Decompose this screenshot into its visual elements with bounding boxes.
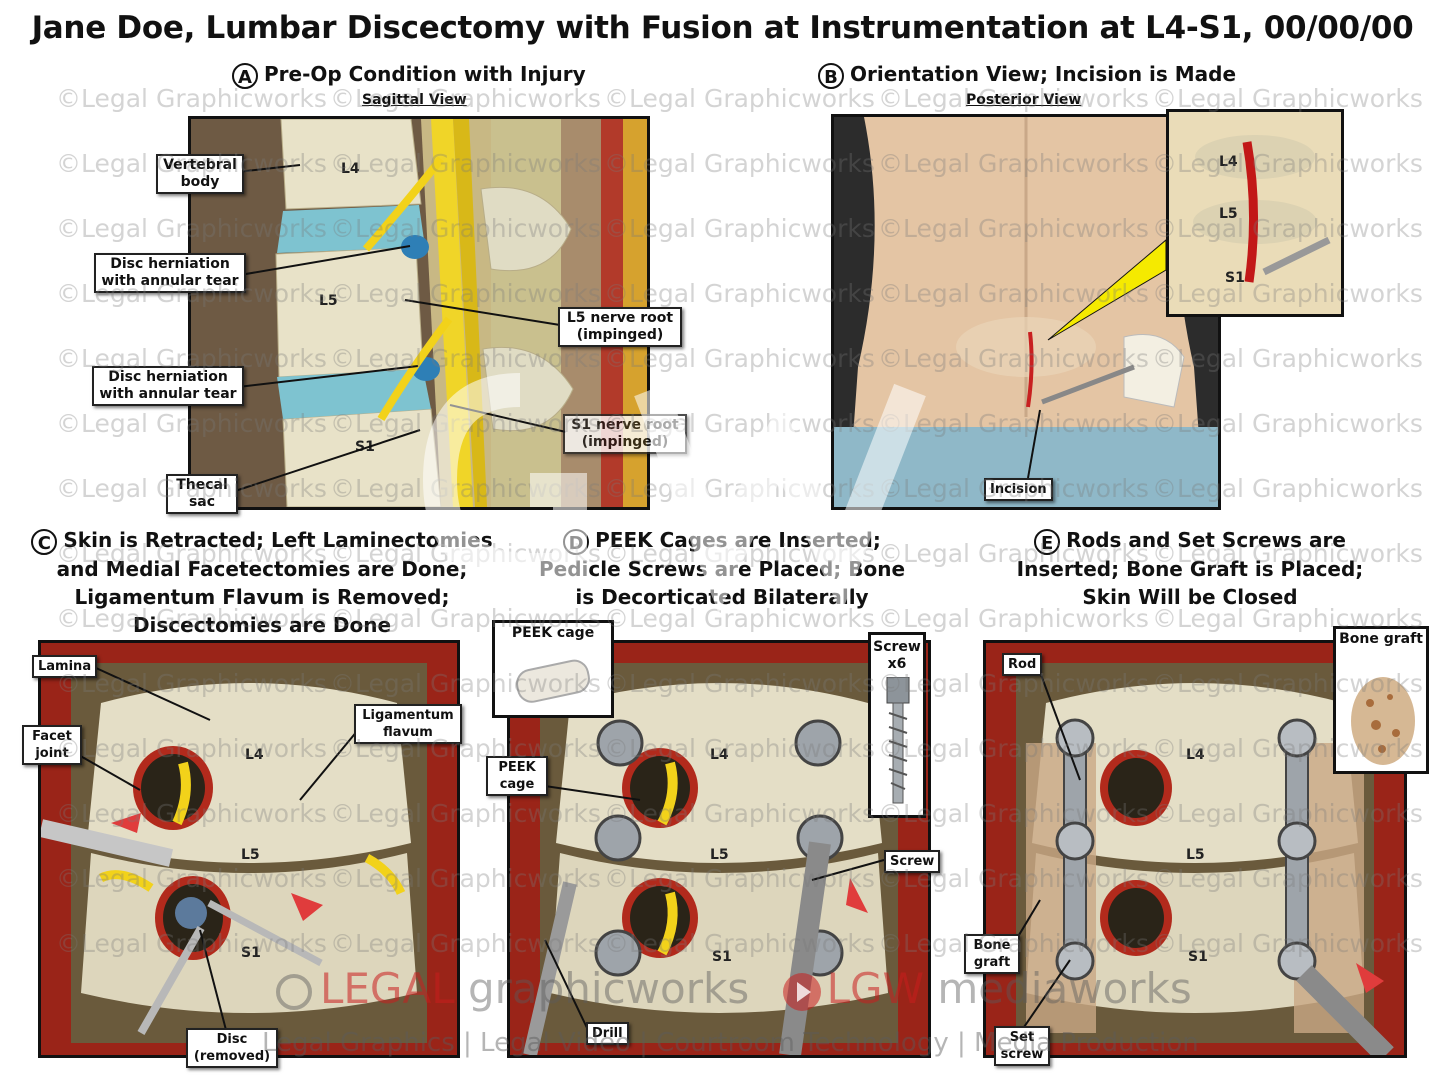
label-peek-cage: PEEK cage	[486, 756, 548, 796]
label-incision: Incision	[984, 478, 1053, 501]
legal-logo-icon	[276, 973, 312, 1010]
label-vertebral-body: Vertebral body	[156, 154, 244, 194]
label-thecal-sac: Thecal sac	[166, 474, 238, 514]
label-s1-nerve-root: S1 nerve root (impinged)	[563, 414, 687, 454]
vertebra-d-s1: S1	[712, 949, 732, 965]
inset-label-l5: L5	[1219, 206, 1238, 222]
panel-b-letter: B	[818, 62, 844, 89]
label-set-screw: Set screw	[994, 1026, 1050, 1066]
footer-brand-legal: LEGAL	[320, 964, 455, 1013]
panel-a-title-text: Pre-Op Condition with Injury	[264, 62, 586, 86]
label-facet-joint: Facet joint	[22, 725, 82, 765]
panel-e-title-line-3: Skin Will be Closed	[1082, 584, 1298, 609]
label-drill: Drill	[586, 1022, 629, 1045]
vertebra-c-l4: L4	[245, 747, 264, 763]
play-icon	[782, 972, 821, 1011]
panel-d-title-line-3: is Decorticated Bilaterally	[575, 584, 869, 609]
panel-d-letter: D	[563, 528, 590, 555]
panel-e-title-line-2: Inserted; Bone Graft is Placed;	[1016, 556, 1364, 581]
inset-label-l4: L4	[1219, 154, 1238, 170]
vertebra-c-l5: L5	[241, 847, 260, 863]
vertebra-label-l5: L5	[319, 293, 338, 309]
panel-b-inset: L4 L5 S1	[1166, 109, 1344, 317]
vertebra-e-s1: S1	[1188, 949, 1208, 965]
panel-c-title-line-2: and Medial Facetectomies are Done;	[56, 556, 468, 581]
inset-label-s1: S1	[1225, 270, 1245, 286]
panel-e-letter: E	[1034, 528, 1061, 555]
label-disc-removed: Disc (removed)	[186, 1028, 278, 1068]
footer-brand-mediaworks: mediaworks	[924, 964, 1192, 1013]
panel-b-illustration	[831, 114, 1221, 510]
panel-d-illustration: L4 L5 S1	[507, 640, 931, 1058]
vertebra-e-l4: L4	[1186, 747, 1205, 763]
panel-b-view: Posterior View	[966, 92, 1082, 108]
panel-d-title-line-1: PEEK Cages are Inserted;	[595, 528, 881, 552]
footer-brand-lgw: LGW	[826, 964, 925, 1013]
page-title: Jane Doe, Lumbar Discectomy with Fusion …	[31, 10, 1414, 46]
label-lamina: Lamina	[32, 655, 98, 678]
footer-brand-graphicworks: graphicworks	[454, 964, 750, 1013]
label-ligamentum-flavum: Ligamentum flavum	[354, 704, 462, 744]
label-disc-herniation-1: Disc herniation with annular tear	[94, 253, 246, 293]
panel-e-title-line-1: Rods and Set Screws are	[1066, 528, 1346, 552]
vertebra-d-l5: L5	[710, 847, 729, 863]
panel-c-title-line-4: Discectomies are Done	[132, 612, 392, 637]
vertebra-label-l4: L4	[341, 161, 360, 177]
vertebra-d-l4: L4	[710, 747, 729, 763]
label-disc-herniation-2: Disc herniation with annular tear	[92, 366, 244, 406]
footer-services: Legal Graphics | Legal Video | Courtroom…	[262, 1028, 1199, 1058]
panel-c-illustration: L4 L5 S1	[38, 640, 460, 1058]
label-screw: Screw	[884, 850, 941, 873]
label-l5-nerve-root: L5 nerve root (impinged)	[558, 307, 682, 347]
panel-a-letter: A	[232, 62, 258, 89]
panel-a-view: Sagittal View	[362, 92, 467, 108]
label-rod: Rod	[1002, 653, 1043, 676]
footer-brand: LEGAL graphicworks LGW mediaworks	[276, 964, 1192, 1013]
inset-screw-label: Screw x6	[873, 639, 921, 672]
panel-c-letter: C	[31, 528, 58, 555]
vertebra-label-s1: S1	[355, 439, 375, 455]
panel-c-title-line-3: Ligamentum Flavum is Removed;	[74, 584, 450, 609]
panel-b-title-text: Orientation View; Incision is Made	[850, 62, 1237, 86]
panel-d-peek-inset: PEEK cage	[492, 620, 614, 718]
panel-e-bone-graft-inset: Bone graft	[1333, 626, 1429, 774]
vertebra-e-l5: L5	[1186, 847, 1205, 863]
panel-d-screw-inset: Screw x6	[868, 632, 926, 818]
inset-bone-graft-label: Bone graft	[1339, 631, 1423, 647]
panel-c-title-line-1: Skin is Retracted; Left Laminectomies	[63, 528, 493, 552]
panel-d-title-line-2: Pedicle Screws are Placed; Bone	[538, 556, 906, 581]
inset-peek-cage-label: PEEK cage	[511, 625, 595, 641]
label-bone-graft: Bone graft	[964, 934, 1020, 974]
vertebra-c-s1: S1	[241, 945, 261, 961]
